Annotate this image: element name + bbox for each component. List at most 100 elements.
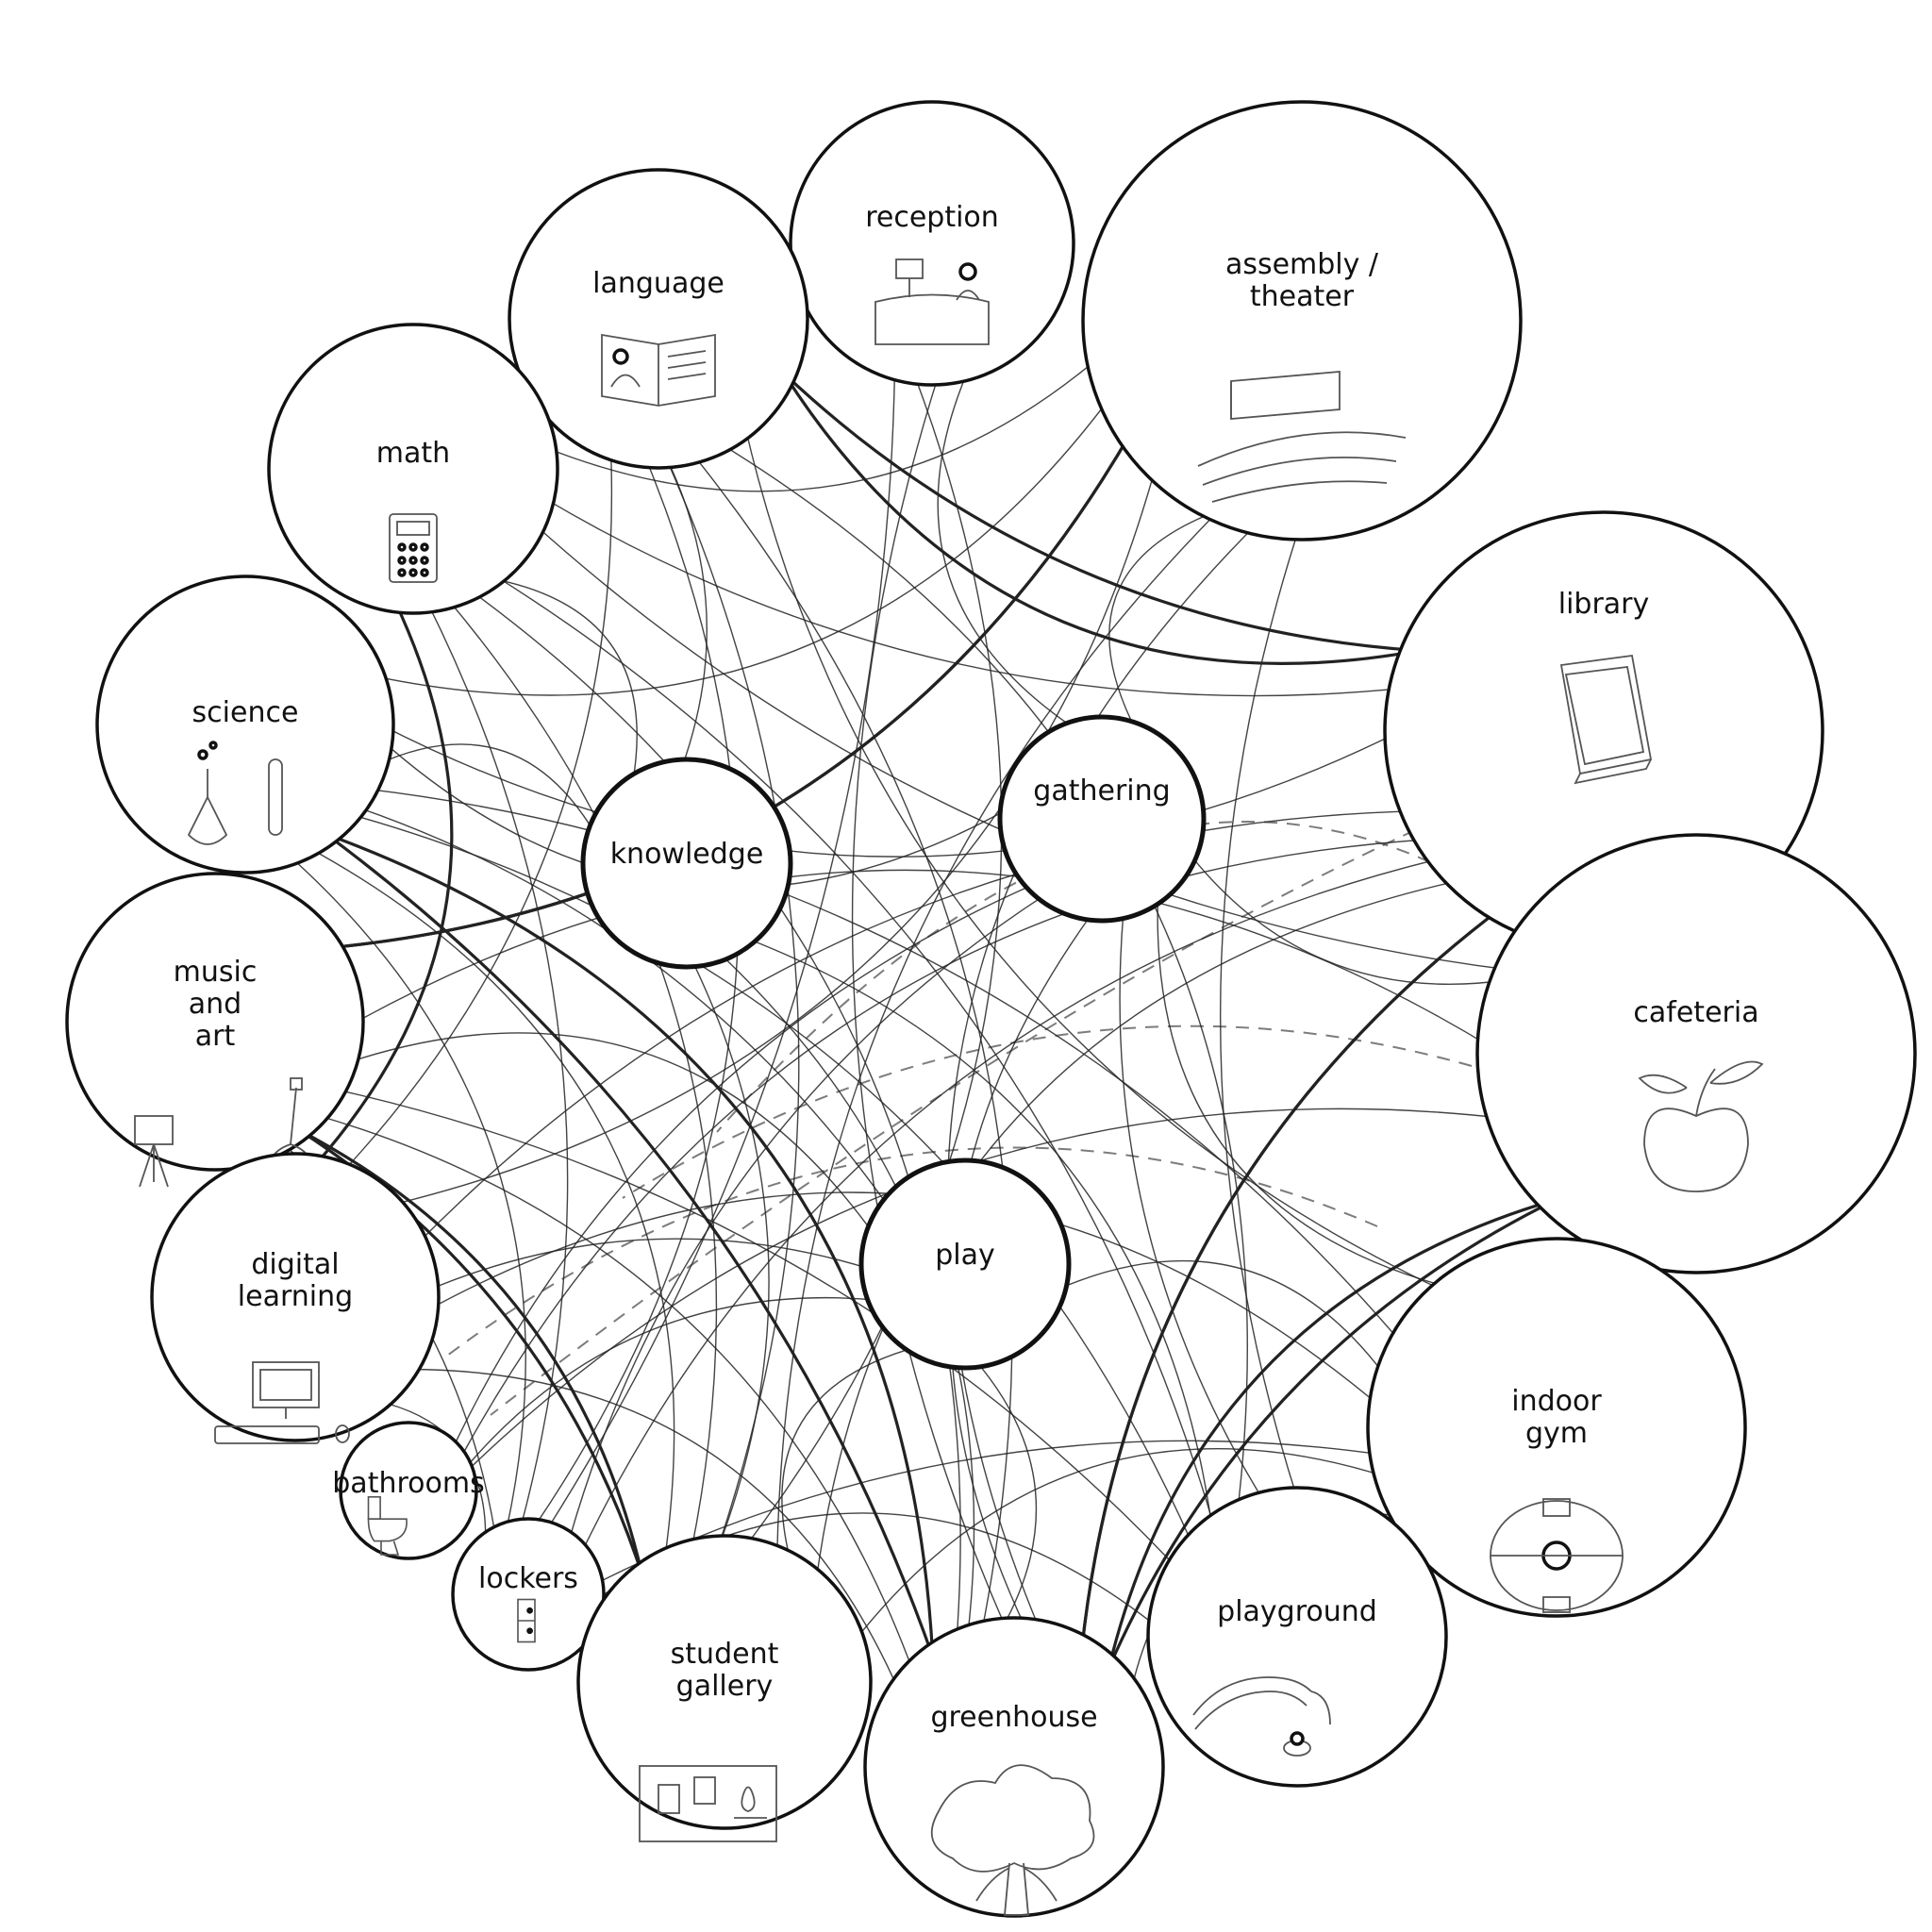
node-gathering: gathering bbox=[997, 714, 1207, 924]
edge-assembly-science bbox=[372, 391, 1115, 696]
edge-reception-lockers bbox=[547, 368, 896, 1528]
edge-music-art-playground bbox=[333, 1088, 1179, 1570]
edge-reception-student-gallery bbox=[742, 372, 1003, 1550]
edge-math-greenhouse bbox=[468, 589, 961, 1643]
node-label: playground bbox=[1217, 1595, 1377, 1628]
edge-gathering-indoor-gym bbox=[1157, 893, 1454, 1290]
edge-digital-greenhouse bbox=[406, 1368, 900, 1692]
node-label: math bbox=[376, 437, 450, 470]
edge-science-lockers bbox=[287, 853, 526, 1529]
edge-science-student-gallery bbox=[306, 845, 675, 1562]
node-circle bbox=[95, 575, 395, 874]
dashed-arc bbox=[490, 829, 1416, 1416]
dashed-arc bbox=[622, 1024, 1473, 1199]
edge-music-art-play bbox=[344, 1032, 875, 1236]
node-cafeteria: cafeteria bbox=[1475, 833, 1917, 1274]
node-circle bbox=[997, 714, 1207, 924]
edge-language-digital bbox=[341, 447, 613, 1174]
edge-science-knowledge bbox=[375, 743, 597, 836]
edge-assembly-digital bbox=[390, 460, 1158, 1207]
node-circle bbox=[451, 1517, 606, 1672]
edge-assembly-gathering bbox=[1108, 507, 1227, 733]
edge-language-lockers bbox=[534, 455, 740, 1526]
node-lockers: lockers bbox=[451, 1517, 606, 1672]
edge-bathrooms-play bbox=[465, 1296, 877, 1468]
node-label: science bbox=[192, 696, 299, 729]
edge-digital-library bbox=[415, 810, 1420, 1245]
edge-library-student-gallery bbox=[815, 878, 1468, 1584]
edge-math-library bbox=[542, 496, 1407, 697]
node-circle bbox=[858, 1158, 1072, 1371]
edge-language-greenhouse bbox=[691, 451, 1013, 1634]
edge-math-lockers bbox=[425, 600, 569, 1525]
slide-icon bbox=[1192, 1676, 1331, 1757]
heavy-edge-cafeteria-greenhouse bbox=[1107, 1197, 1557, 1669]
node-circle bbox=[1366, 1237, 1747, 1618]
edge-cafeteria-gathering bbox=[1188, 853, 1509, 985]
node-circle bbox=[1081, 100, 1523, 541]
dashed-arc bbox=[442, 1146, 1378, 1359]
dashed-arc bbox=[716, 821, 1510, 1133]
node-playground: playground bbox=[1146, 1486, 1448, 1788]
calculator-icon bbox=[389, 513, 438, 583]
node-circle bbox=[580, 757, 793, 970]
heavy-edge-science-greenhouse bbox=[325, 832, 935, 1657]
edge-play-indoor-gym bbox=[1057, 1259, 1391, 1382]
node-label: gym bbox=[1525, 1417, 1588, 1450]
edge-gathering-playground bbox=[1119, 909, 1266, 1504]
edge-assembly-math bbox=[543, 353, 1104, 492]
tree-icon bbox=[930, 1764, 1095, 1916]
node-label: student bbox=[671, 1638, 779, 1671]
edge-language-library bbox=[783, 372, 1420, 653]
node-label: lockers bbox=[478, 1562, 578, 1595]
edge-assembly-greenhouse bbox=[946, 517, 1263, 1633]
node-circle bbox=[789, 100, 1075, 387]
dashed-arcs bbox=[442, 821, 1510, 1416]
node-circle bbox=[267, 323, 559, 615]
node-greenhouse: greenhouse bbox=[863, 1616, 1165, 1918]
reception-desk-icon bbox=[874, 258, 990, 345]
edge-student-gallery-indoor-gym bbox=[852, 1448, 1391, 1643]
edge-math-student-gallery bbox=[445, 596, 718, 1553]
bulletin-board-icon bbox=[639, 1765, 777, 1842]
node-label: play bbox=[935, 1239, 995, 1272]
node-label: art bbox=[195, 1020, 236, 1053]
space-nodes: reception assembly /theater language math li… bbox=[65, 100, 1917, 1918]
edge-digital-play bbox=[426, 1238, 871, 1291]
edge-music-art-student-gallery bbox=[297, 1127, 644, 1576]
edge-reception-greenhouse bbox=[851, 373, 1008, 1631]
apple-icon bbox=[1638, 1060, 1764, 1192]
computer-icon bbox=[214, 1361, 350, 1444]
node-label: bathrooms bbox=[332, 1467, 484, 1500]
node-label: cafeteria bbox=[1633, 996, 1758, 1029]
node-label: and bbox=[189, 988, 242, 1021]
theater-seating-icon bbox=[1197, 371, 1407, 503]
edge-knowledge-student-gallery bbox=[691, 958, 770, 1548]
edge-science-library bbox=[381, 724, 1403, 858]
node-language: language bbox=[508, 168, 809, 470]
heavy-edge-library-greenhouse bbox=[1080, 905, 1506, 1648]
node-label: gallery bbox=[676, 1670, 774, 1703]
node-label: assembly / bbox=[1225, 248, 1379, 281]
node-math: math bbox=[267, 323, 559, 615]
node-circle bbox=[339, 1421, 478, 1560]
edge-language-knowledge bbox=[664, 455, 708, 769]
node-play: play bbox=[858, 1158, 1072, 1371]
node-science: science bbox=[95, 575, 395, 874]
edge-assembly-playground bbox=[1219, 522, 1302, 1500]
node-assembly: assembly /theater bbox=[1081, 100, 1523, 541]
node-label: reception bbox=[865, 201, 999, 234]
flask-icon bbox=[187, 741, 283, 845]
edge-library-lockers bbox=[581, 856, 1447, 1552]
toilet-icon bbox=[367, 1495, 408, 1556]
node-circle bbox=[1146, 1486, 1448, 1788]
node-label: library bbox=[1558, 588, 1650, 621]
node-bathrooms: bathrooms bbox=[332, 1421, 485, 1560]
node-label: knowledge bbox=[610, 838, 764, 871]
edge-assembly-student-gallery bbox=[776, 506, 1224, 1558]
node-label: digital bbox=[251, 1248, 339, 1281]
